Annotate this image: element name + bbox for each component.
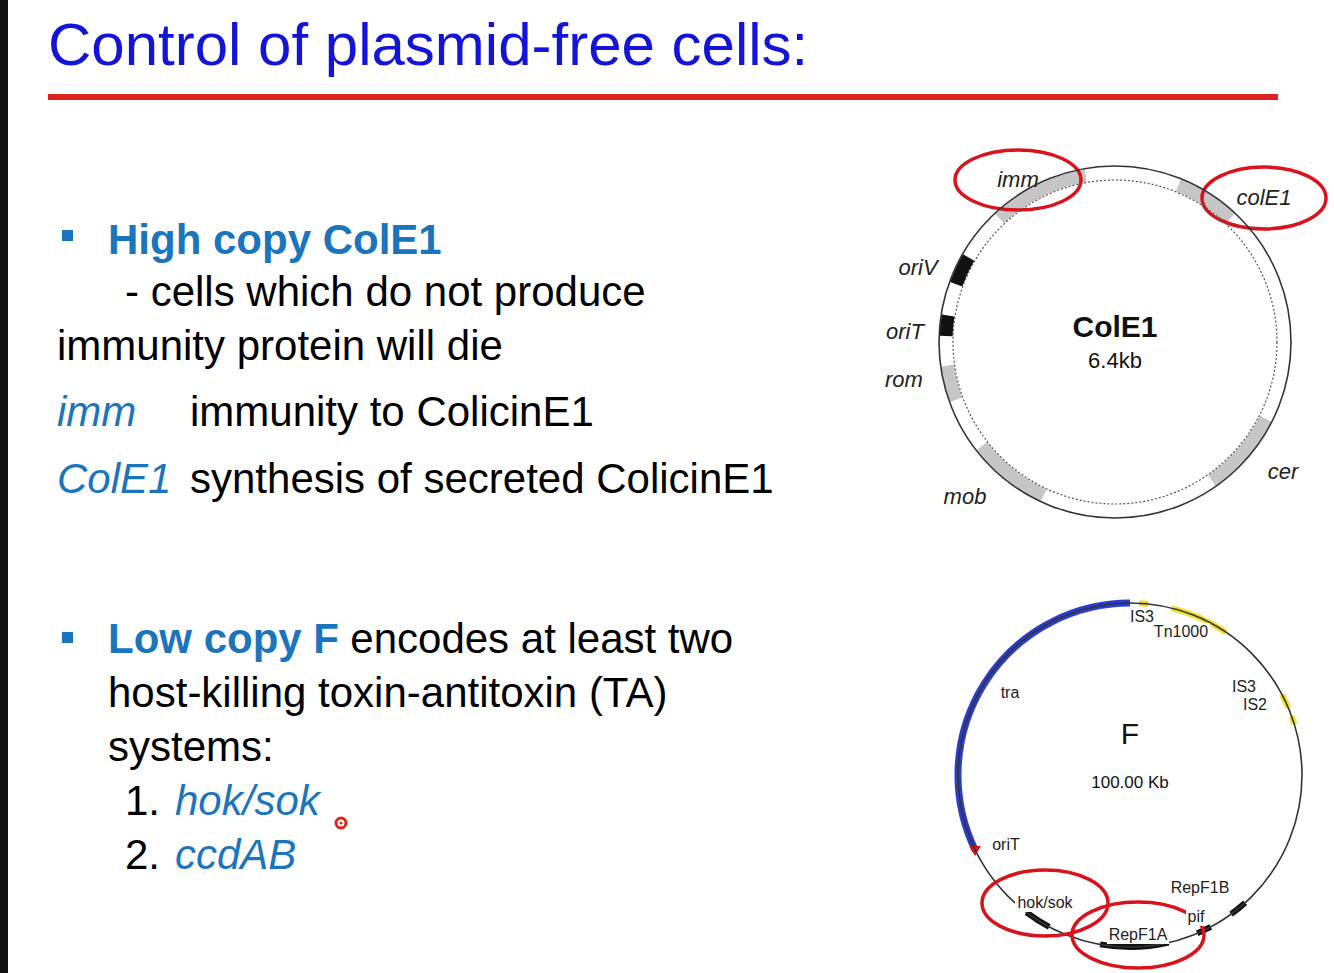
ellipse-outline: [1072, 902, 1204, 968]
bullet-heading: High copy ColE1: [108, 213, 442, 267]
plasmid-segments: [946, 176, 1294, 947]
plasmid-name: F: [1121, 717, 1139, 751]
highlight-ellipse: hok/sok: [980, 868, 1110, 938]
gene-label: imm: [997, 167, 1039, 193]
plasmid-ring: [939, 166, 1291, 518]
gene-description: immunity to ColicinE1: [190, 385, 594, 439]
pointer-dot: [340, 822, 343, 825]
map-label: oriT: [990, 836, 1022, 854]
map-label: tra: [999, 684, 1022, 702]
pointer-dot: [336, 818, 346, 828]
plasmid-size: 6.4kb: [1088, 348, 1142, 374]
origin-segment: [946, 316, 948, 337]
plasmid-ring-inner: [953, 180, 1277, 504]
gene-segment: [982, 446, 1044, 495]
gene-description: synthesis of secreted ColicinE1: [190, 452, 774, 506]
gene-name: imm: [57, 385, 136, 439]
highlight-ellipse: colE1: [1200, 165, 1328, 231]
bullet-square: [62, 632, 73, 643]
left-border: [0, 0, 8, 973]
gene-label: hok/sok: [1015, 894, 1074, 912]
map-label: pif: [1186, 908, 1207, 926]
ellipse-outline: [1202, 167, 1326, 229]
plasmid-ring: [958, 603, 1302, 947]
map-label: oriV: [896, 256, 939, 280]
plasmid-map: F 100.00 Kb: [958, 603, 1302, 947]
highlight-ellipse: imm: [953, 148, 1083, 212]
bullet-square: [62, 230, 73, 241]
plasmid-map: ColE1 6.4kb: [937, 164, 1293, 520]
bullet-heading: Low copy F: [108, 615, 339, 662]
gene-name: hok/sok: [175, 774, 320, 828]
plasmid-size: 100.00 Kb: [1091, 773, 1169, 793]
map-label: RepF1B: [1169, 879, 1232, 897]
map-label: Tn1000: [1152, 623, 1210, 641]
ellipse-outline: [955, 150, 1081, 210]
list-number: 1.: [125, 774, 160, 828]
gene-label: RepF1A: [1107, 926, 1170, 944]
map-label: rom: [883, 368, 925, 392]
gene-name: ColE1: [57, 452, 171, 506]
gene-name: ccdAB: [175, 828, 296, 882]
plasmid-name: ColE1: [1072, 310, 1157, 344]
tra-region: [958, 603, 1130, 850]
ellipse-outline: [982, 870, 1108, 936]
title-rule: [48, 94, 1278, 100]
gene-segment: [948, 366, 957, 400]
slide-title: Control of plasmid-free cells:: [48, 10, 808, 80]
gene-segment: [1212, 419, 1266, 481]
map-label: cer: [1266, 460, 1301, 484]
gene-label: colE1: [1236, 185, 1291, 211]
map-label: oriT: [884, 320, 926, 344]
map-label: IS2: [1241, 696, 1269, 714]
map-label: IS3: [1230, 678, 1258, 696]
list-number: 2.: [125, 828, 160, 882]
bullet-paragraph: Low copy Fencodes at least two host-kill…: [108, 612, 808, 774]
map-label: mob: [942, 485, 989, 509]
bullet-text: - cells which do not produce immunity pr…: [57, 265, 707, 373]
